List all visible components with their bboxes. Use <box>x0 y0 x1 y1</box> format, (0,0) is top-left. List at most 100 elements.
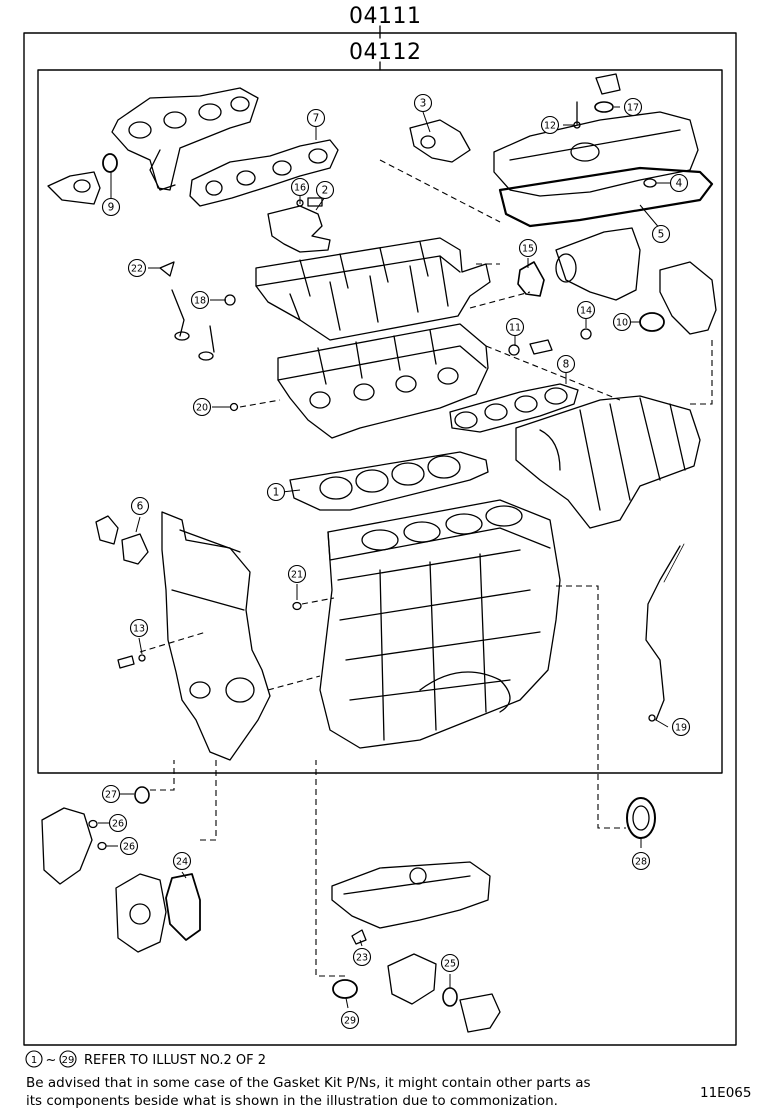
callout-1: 1 <box>266 482 286 502</box>
callout-number: 27 <box>105 790 117 801</box>
advice-line-1: Be advised that in some case of the Gask… <box>26 1075 591 1091</box>
callout-15: 15 <box>518 238 538 258</box>
callout-10: 10 <box>612 312 632 332</box>
callout-circle <box>101 197 121 217</box>
callout-number: 11 <box>509 323 521 334</box>
callout-25: 25 <box>440 953 460 973</box>
exhaust-seal-ring <box>102 153 118 173</box>
callout-26: 26 <box>119 836 139 856</box>
callout-circle <box>172 851 192 871</box>
subkit-part-number: 04112 <box>349 40 422 65</box>
callout-circle <box>651 224 671 244</box>
range-separator: ~ <box>46 1053 57 1068</box>
callout-28: 28 <box>631 851 651 871</box>
callout-number: 5 <box>658 229 665 241</box>
callout-number: 25 <box>444 959 456 970</box>
callout-circle <box>518 238 538 258</box>
callout-number: 14 <box>580 306 592 317</box>
callout-11: 11 <box>505 317 525 337</box>
callout-5: 5 <box>651 224 671 244</box>
callout-number: 24 <box>176 857 188 868</box>
callout-14: 14 <box>576 300 596 320</box>
callout-number: 10 <box>616 318 628 329</box>
callout-29: 29 <box>340 1010 360 1030</box>
callout-6: 6 <box>130 496 150 516</box>
callout-17: 17 <box>623 97 643 117</box>
callout-19: 19 <box>671 717 691 737</box>
throttle-body <box>555 227 641 301</box>
camshaft-housing <box>255 237 491 341</box>
callout-number: 8 <box>563 359 570 371</box>
callout-number: 16 <box>294 183 306 194</box>
callout-number: 7 <box>313 113 320 125</box>
callout-circle <box>266 482 286 502</box>
callout-circle <box>623 97 643 117</box>
callout-circle <box>192 397 212 417</box>
exhaust-manifold-gasket <box>189 139 339 207</box>
callout-3: 3 <box>413 93 433 113</box>
callout-12: 12 <box>540 115 560 135</box>
callout-number: 22 <box>131 264 143 275</box>
callout-number: 18 <box>194 296 206 307</box>
callout-number: 15 <box>522 244 534 255</box>
callout-18: 18 <box>190 290 210 310</box>
callout-number: 26 <box>123 842 135 853</box>
callout-number: 20 <box>196 403 208 414</box>
oil-pan-o-ring <box>332 979 358 999</box>
callout-circle <box>287 564 307 584</box>
callout-circle <box>306 108 326 128</box>
callout-number: 19 <box>675 723 687 734</box>
cylinder-head <box>277 323 489 439</box>
callout-circle <box>101 784 121 804</box>
callout-26: 26 <box>108 813 128 833</box>
callout-circle <box>440 953 460 973</box>
callout-number: 9 <box>108 202 115 214</box>
callout-2: 2 <box>315 180 335 200</box>
callout-circle <box>671 717 691 737</box>
head-cover-gasket <box>498 166 714 228</box>
intake-elbow <box>659 261 717 335</box>
callout-number: 2 <box>322 185 329 197</box>
callout-number: 6 <box>137 501 144 513</box>
callout-circle <box>612 312 632 332</box>
oil-strainer <box>387 953 437 1005</box>
oil-level-gauge-guide <box>645 545 681 721</box>
callout-7: 7 <box>306 108 326 128</box>
oil-pan <box>331 861 491 929</box>
inner-subkit-frame <box>37 69 723 774</box>
callout-layer: 1234567891011121314151617181920212223242… <box>101 93 691 1030</box>
callout-21: 21 <box>287 564 307 584</box>
callout-circle <box>669 173 689 193</box>
callout-13: 13 <box>129 618 149 638</box>
callout-number: 12 <box>544 121 556 132</box>
timing-chain-cover <box>161 511 271 761</box>
front-oil-seal <box>134 786 150 804</box>
callout-number: 17 <box>627 103 639 114</box>
callout-circle <box>413 93 433 113</box>
cylinder-block <box>319 499 561 749</box>
callout-20: 20 <box>192 397 212 417</box>
kit-part-number: 04111 <box>349 4 422 29</box>
footer-range-symbols <box>25 1050 77 1068</box>
callout-22: 22 <box>127 258 147 278</box>
callout-4: 4 <box>669 173 689 193</box>
callout-circle <box>556 354 576 374</box>
callout-27: 27 <box>101 784 121 804</box>
callout-number: 28 <box>635 857 647 868</box>
callout-number: 29 <box>344 1016 356 1027</box>
callout-number: 21 <box>291 570 303 581</box>
callout-circle <box>119 836 139 856</box>
callout-circle <box>190 290 210 310</box>
callout-8: 8 <box>556 354 576 374</box>
range-start-number: 1 <box>31 1055 37 1066</box>
callout-16: 16 <box>290 177 310 197</box>
callout-circle <box>129 618 149 638</box>
outer-kit-frame <box>23 32 737 1046</box>
callout-circle <box>576 300 596 320</box>
callout-circle <box>130 496 150 516</box>
callout-circle <box>540 115 560 135</box>
callout-number: 23 <box>356 953 368 964</box>
callout-circle <box>352 947 372 967</box>
callout-circle <box>108 813 128 833</box>
